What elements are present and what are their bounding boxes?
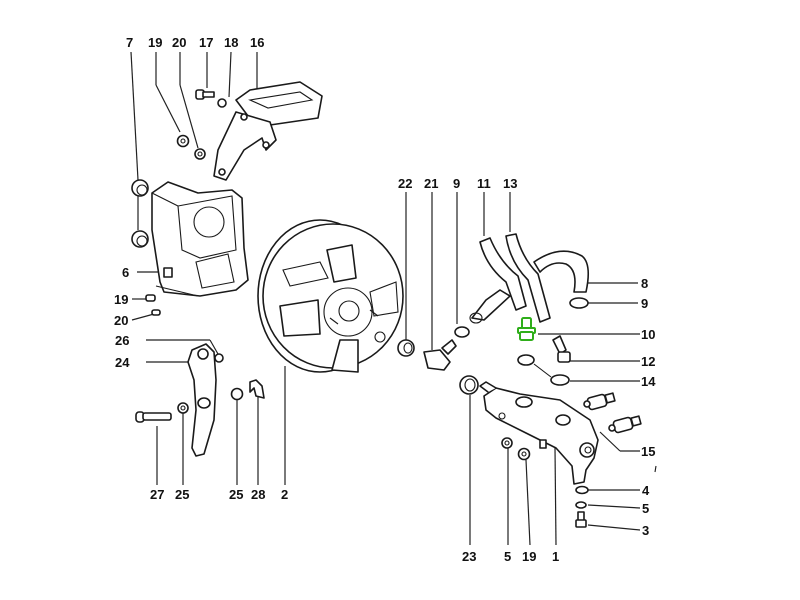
callout-28[interactable]: 28 bbox=[251, 487, 265, 502]
part-24-lever[interactable] bbox=[187, 343, 217, 457]
callout-10[interactable]: 10 bbox=[641, 327, 655, 342]
part-28-clip[interactable] bbox=[249, 379, 265, 399]
callout-25[interactable]: 25 bbox=[175, 487, 189, 502]
callout-6[interactable]: 6 bbox=[122, 265, 129, 280]
part-25-bushing-left[interactable] bbox=[177, 402, 189, 414]
callout-21[interactable]: 21 bbox=[424, 176, 438, 191]
callout-20[interactable]: 20 bbox=[172, 35, 186, 50]
part-9-clamp-right[interactable] bbox=[569, 297, 589, 309]
callout-13[interactable]: 13 bbox=[503, 176, 517, 191]
part-17-bolt[interactable] bbox=[195, 89, 215, 100]
part-20-washer-left[interactable] bbox=[151, 309, 161, 316]
callout-20[interactable]: 20 bbox=[114, 313, 128, 328]
part-5-washer-right[interactable] bbox=[575, 501, 587, 509]
part-19-nut-left[interactable] bbox=[145, 294, 156, 302]
part-14-seal[interactable] bbox=[517, 354, 570, 386]
callout-23[interactable]: 23 bbox=[462, 549, 476, 564]
callout-25[interactable]: 25 bbox=[229, 487, 243, 502]
part-16-bracket[interactable] bbox=[213, 81, 323, 181]
part-21-elbow-fitting[interactable] bbox=[423, 339, 457, 371]
callout-19[interactable]: 19 bbox=[522, 549, 536, 564]
callout-1[interactable]: 1 bbox=[552, 549, 559, 564]
part-23-seal[interactable] bbox=[459, 375, 479, 395]
callout-22[interactable]: 22 bbox=[398, 176, 412, 191]
callout-4[interactable]: 4 bbox=[642, 483, 650, 498]
callout-18[interactable]: 18 bbox=[224, 35, 238, 50]
callout-2[interactable]: 2 bbox=[281, 487, 288, 502]
callout-5[interactable]: 5 bbox=[504, 549, 511, 564]
callout-19[interactable]: 19 bbox=[114, 292, 128, 307]
part-3-bolt[interactable] bbox=[575, 511, 587, 528]
callout-11[interactable]: 11 bbox=[477, 176, 491, 191]
part-19-nut-bottom[interactable] bbox=[517, 447, 531, 461]
callout-17[interactable]: 17 bbox=[199, 35, 213, 50]
callout-3[interactable]: 3 bbox=[642, 523, 649, 538]
part-27-pin[interactable] bbox=[135, 411, 172, 423]
part-15-pressure-switch[interactable] bbox=[583, 392, 642, 434]
part-20-washer-top[interactable] bbox=[194, 148, 206, 160]
callout-24[interactable]: 24 bbox=[115, 355, 130, 370]
part-8-hose[interactable] bbox=[533, 250, 590, 293]
callout-26[interactable]: 26 bbox=[115, 333, 129, 348]
part-4-washer[interactable] bbox=[575, 485, 589, 495]
callout-19[interactable]: 19 bbox=[148, 35, 162, 50]
callout-5[interactable]: 5 bbox=[642, 501, 649, 516]
part-11-hose[interactable] bbox=[469, 237, 527, 324]
callout-9[interactable]: 9 bbox=[641, 296, 648, 311]
stray-mark bbox=[654, 465, 657, 473]
part-1-master-cylinder[interactable] bbox=[479, 381, 599, 485]
part-26-clip[interactable] bbox=[214, 353, 224, 363]
part-13-hose[interactable] bbox=[505, 233, 551, 323]
part-7-grommet[interactable] bbox=[131, 179, 149, 248]
callout-15[interactable]: 15 bbox=[641, 444, 655, 459]
part-6-housing[interactable] bbox=[151, 181, 249, 297]
callout-8[interactable]: 8 bbox=[641, 276, 648, 291]
callout-16[interactable]: 16 bbox=[250, 35, 264, 50]
leader-lines bbox=[130, 51, 641, 546]
callout-labels: 7 19 20 17 18 16 6 19 20 26 24 27 25 25 … bbox=[114, 35, 656, 564]
callout-14[interactable]: 14 bbox=[641, 374, 656, 389]
callout-12[interactable]: 12 bbox=[641, 354, 655, 369]
part-10-fitting-highlighted[interactable] bbox=[517, 317, 536, 341]
part-18-washer[interactable] bbox=[217, 98, 227, 108]
part-19-nut-top[interactable] bbox=[176, 134, 190, 148]
part-5-washer-bottom[interactable] bbox=[501, 437, 513, 449]
callout-9[interactable]: 9 bbox=[453, 176, 460, 191]
part-12-fitting[interactable] bbox=[552, 335, 571, 363]
part-22-grommet[interactable] bbox=[397, 339, 415, 357]
part-9-clamp-left[interactable] bbox=[454, 326, 470, 338]
part-2-brake-booster[interactable] bbox=[257, 219, 404, 373]
callout-7[interactable]: 7 bbox=[126, 35, 133, 50]
part-25-bushing-right[interactable] bbox=[230, 387, 244, 401]
callout-27[interactable]: 27 bbox=[150, 487, 164, 502]
